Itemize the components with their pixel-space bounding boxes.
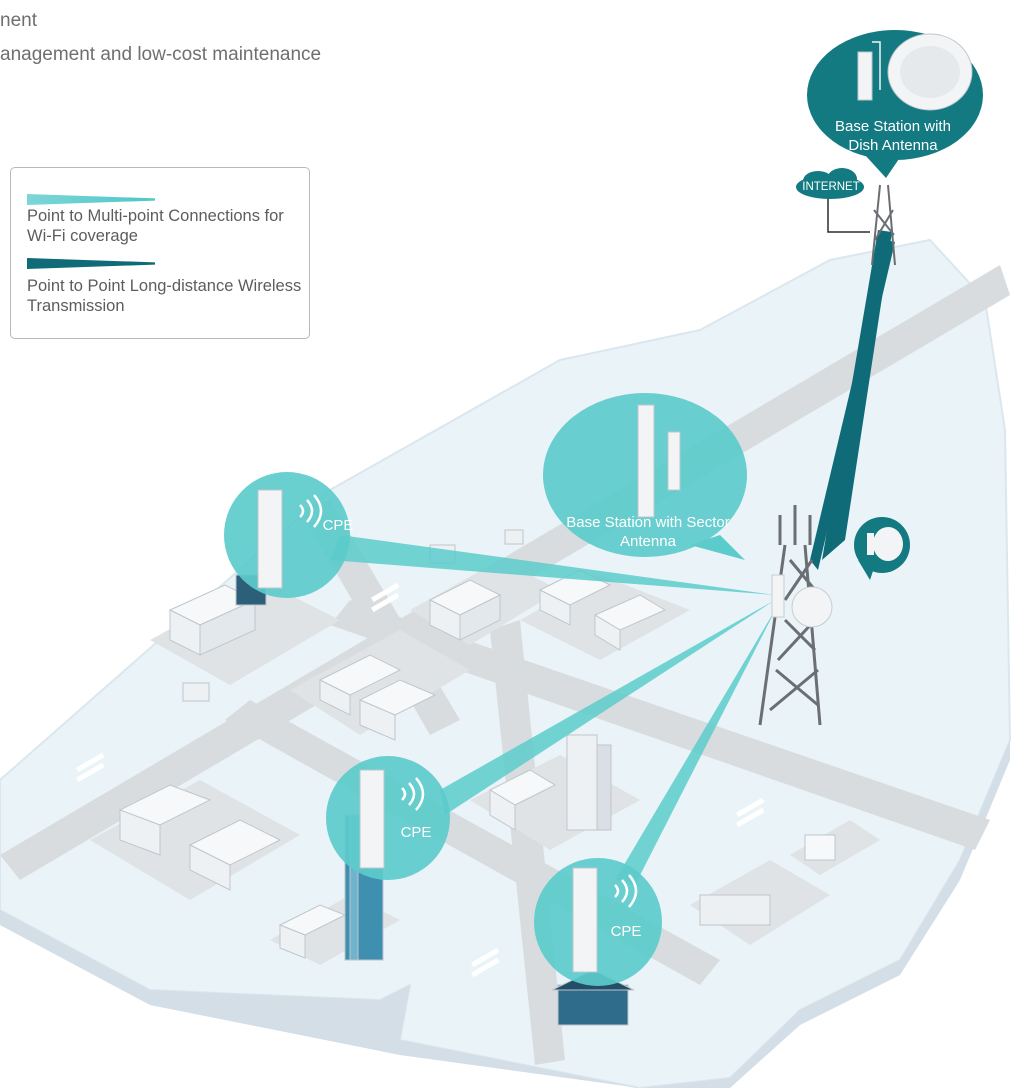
heading-line-1: nent [0,10,37,31]
legend-swatch-point-to-point [27,258,155,269]
heading-line-2: anagement and low-cost maintenance [0,44,322,65]
dish-station-bubble [807,30,983,178]
cpe-label-left: CPE [322,517,354,534]
dish-station-label: Base Station with Dish Antenna [835,118,951,154]
ground-shadow [0,740,1010,1088]
legend-swatch-multipoint [27,194,155,205]
multipoint-beams [330,535,778,885]
tower-dish [791,586,833,628]
sector-station-bubble [543,393,747,560]
cpe-bubble-left [224,472,350,598]
internet-label: INTERNET [802,181,860,193]
legend-label-multipoint: Point to Multi-point Connections for Wi-… [27,207,284,245]
cpe-bubble-bottom [534,858,662,986]
point-to-point-beams [810,230,895,570]
small-dish-bubble [854,517,910,580]
buildings [118,529,836,1026]
cpe-label-middle: CPE [400,824,432,841]
tower-sector-antenna [771,574,785,618]
cpe-bubble-middle [326,756,450,880]
crosswalks [76,582,765,978]
legend-box: Point to Multi-point Connections for Wi-… [10,167,310,339]
distant-tower [827,184,896,266]
legend-label-point-to-point: Point to Point Long-distance Wireless Tr… [27,277,302,315]
internet-cloud [796,168,864,199]
sector-station-label: Base Station with Sector Antenna [566,514,730,550]
cpe-label-bottom: CPE [610,923,642,940]
